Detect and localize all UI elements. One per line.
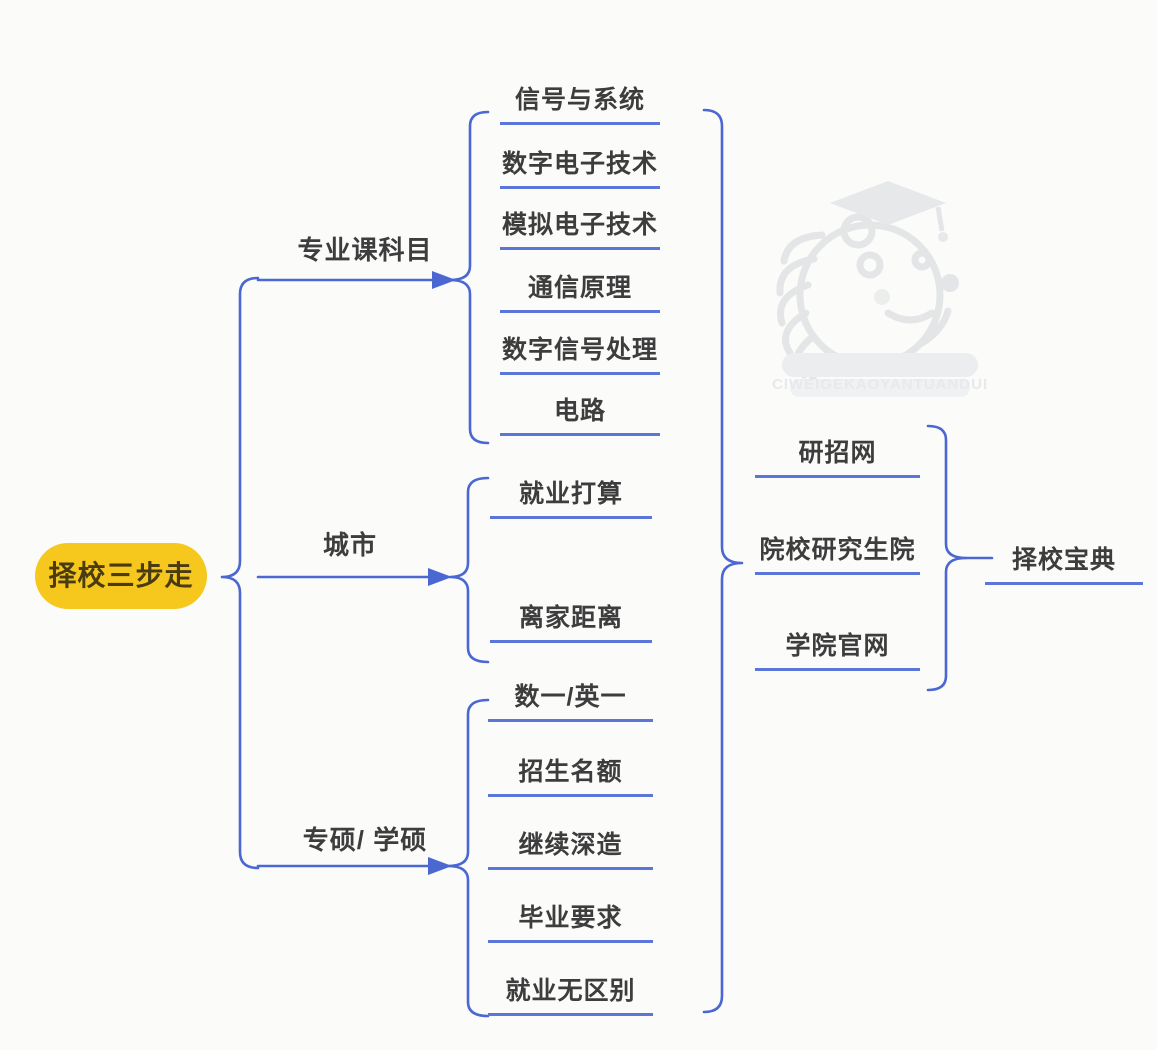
branch-1-leaf-0: 就业打算	[490, 481, 652, 519]
hedgehog-cheek	[874, 289, 890, 305]
arrowhead-branch-3	[428, 857, 452, 875]
branch-2-leaf-0: 数一/英一	[488, 684, 653, 722]
info-source-2: 学院官网	[755, 633, 920, 671]
branch-0-leaf-2: 模拟电子技术	[500, 212, 660, 250]
branch-0-leaf-0: 信号与系统	[500, 87, 660, 125]
hedgehog-arm	[918, 307, 952, 347]
hedgehog-graduate-icon	[776, 181, 978, 397]
hedgehog-smile	[884, 309, 936, 324]
base-slab	[782, 353, 978, 377]
hedgehog-ear	[840, 213, 876, 249]
branch-0-leaf-3: 通信原理	[500, 275, 660, 313]
cap-tassel-end	[938, 232, 948, 242]
base-slab	[790, 379, 970, 397]
branch-0-leaf-5: 电路	[500, 398, 660, 436]
info-source-0: 研招网	[755, 440, 920, 478]
branch-0-leaf-1: 数字电子技术	[500, 151, 660, 189]
brace-info-sources	[926, 424, 968, 692]
hedgehog-nose	[941, 274, 959, 292]
brace-branch-1	[448, 110, 490, 445]
root-node: 择校三步走	[35, 543, 207, 609]
branch-2-leaf-1: 招生名额	[488, 759, 653, 797]
arrowhead-branch-2	[428, 568, 452, 586]
cap-tassel	[935, 206, 945, 232]
branch-label-city: 城市	[322, 530, 377, 560]
branch-2-leaf-4: 就业无区别	[488, 978, 653, 1016]
outcome-node: 择校宝典	[985, 547, 1143, 585]
branch-2-leaf-2: 继续深造	[488, 832, 653, 870]
arrowhead-branch-1	[432, 271, 456, 289]
brace-branch-3	[446, 698, 490, 1018]
brace-branch-2	[448, 476, 490, 664]
info-source-1: 院校研究生院	[755, 537, 920, 575]
brace-collect-all	[702, 108, 744, 1014]
spike	[780, 231, 826, 265]
hedgehog-eye-right	[911, 249, 933, 271]
brace-root	[220, 276, 260, 870]
branch-label-master-type: 专硕/ 学硕	[302, 825, 428, 855]
branch-label-subjects: 专业课科目	[297, 235, 433, 265]
branch-0-leaf-4: 数字信号处理	[500, 337, 660, 375]
hedgehog-eye-left	[856, 251, 884, 279]
watermark-text: CIWEIGEKAOYANTUANDUI	[772, 376, 989, 393]
branch-1-leaf-1: 离家距离	[490, 605, 652, 643]
branch-2-leaf-3: 毕业要求	[488, 905, 653, 943]
graduation-cap	[830, 181, 946, 225]
